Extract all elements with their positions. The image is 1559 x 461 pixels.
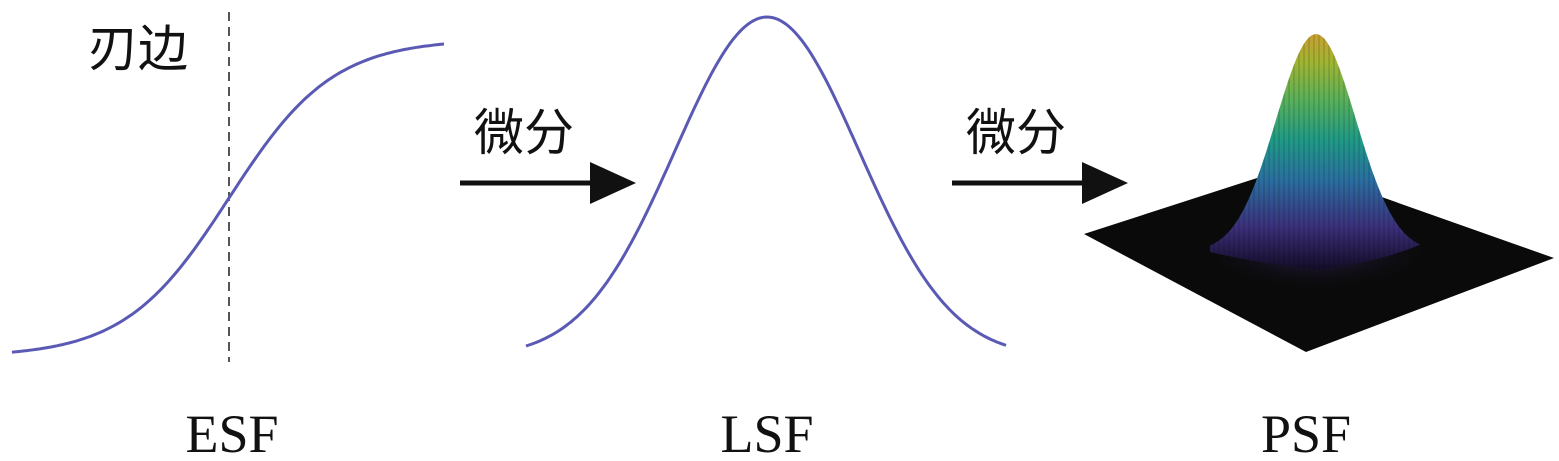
right-arrow-icon [952,162,1128,204]
esf-panel: 刃边 ESF [11,12,445,461]
esf-caption: ESF [185,404,278,461]
psf-panel: PSF [1084,34,1554,461]
lsf-caption: LSF [720,404,813,461]
arrow-1-label: 微分 [474,104,574,162]
edge-label: 刃边 [88,20,188,78]
arrow-1: 微分 [460,104,636,204]
arrow-2-label: 微分 [966,104,1066,162]
arrow-2: 微分 [952,104,1128,204]
lsf-curve [525,15,1007,348]
surface-peak [1210,34,1420,270]
lsf-panel: LSF [525,15,1007,461]
psf-caption: PSF [1261,404,1351,461]
surface-mesh [1213,34,1415,270]
right-arrow-icon [460,162,636,204]
gaussian-surface-icon [1084,34,1554,352]
esf-curve [11,42,445,354]
